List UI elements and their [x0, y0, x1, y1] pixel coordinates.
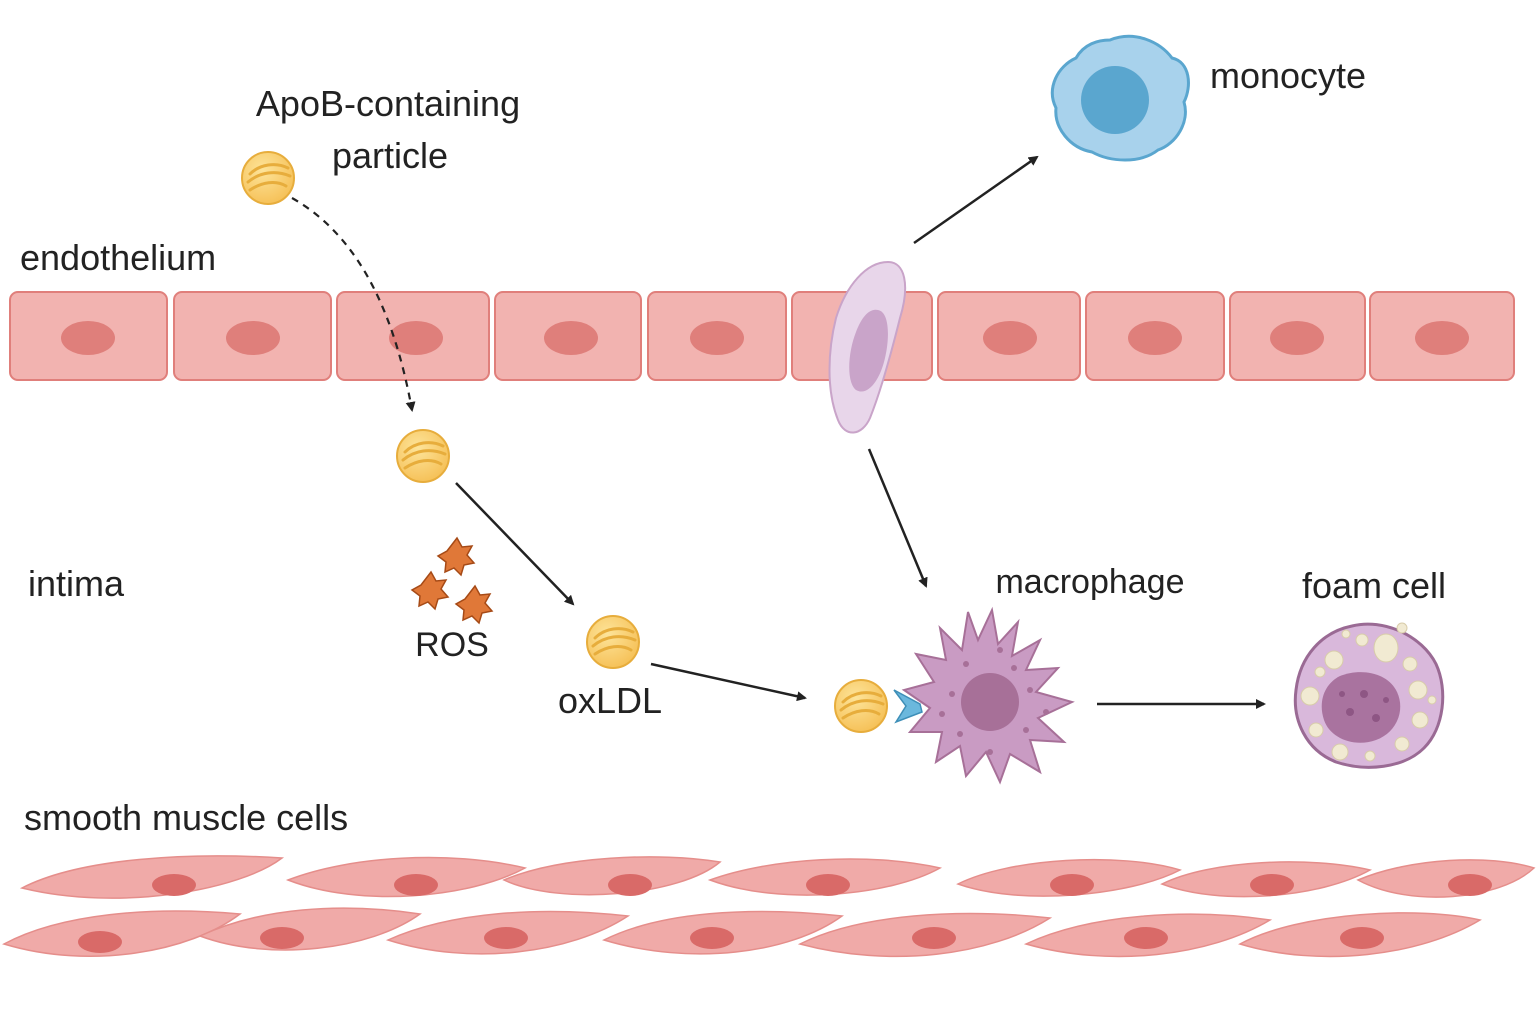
- foam-cell: [1293, 622, 1445, 769]
- smooth-muscle-cell: [198, 907, 422, 951]
- arrows: [291, 155, 1266, 709]
- label-foam-cell: foam cell: [1302, 565, 1446, 606]
- oxldl-particle-bound: [833, 678, 889, 734]
- endothelial-cell: [173, 291, 332, 381]
- smooth-muscle-cell: [1356, 859, 1536, 898]
- endothelial-cell: [494, 291, 642, 381]
- endothelial-cell: [9, 291, 168, 381]
- ros-star: [436, 536, 476, 577]
- label-monocyte: monocyte: [1210, 55, 1366, 96]
- endothelial-cell: [1369, 291, 1515, 381]
- monocyte: [1050, 34, 1190, 162]
- label-apob-line2: particle: [332, 135, 448, 176]
- transmigrating-monocyte: [828, 260, 907, 434]
- apob-particle: [240, 150, 296, 206]
- smooth-muscle-cell: [502, 856, 722, 896]
- smooth-muscle-cell: [2, 910, 242, 957]
- dashed-arrow-entry: [291, 197, 416, 412]
- arrow-monocyte-to-macrophage: [867, 448, 928, 588]
- endothelial-cell: [937, 291, 1081, 381]
- macrophage: [901, 606, 1075, 785]
- arrow-to-monocyte: [913, 155, 1039, 245]
- label-smooth-muscle-cells: smooth muscle cells: [24, 797, 348, 838]
- ros-star: [410, 570, 450, 611]
- ros-star: [454, 584, 494, 625]
- arrow-oxldl-to-macrophage: [650, 662, 807, 702]
- endothelial-cell: [1229, 291, 1366, 381]
- label-oxldl: oxLDL: [558, 680, 662, 721]
- arrow-oxidation: [455, 482, 575, 606]
- scavenger-receptor: [893, 689, 923, 724]
- label-intima: intima: [28, 563, 125, 604]
- endothelial-cell: [647, 291, 787, 381]
- endothelium-layer: [9, 291, 1515, 381]
- oxldl-particle: [585, 614, 641, 670]
- endothelial-cell: [1085, 291, 1225, 381]
- apob-particle-intima: [395, 428, 451, 484]
- smooth-muscle-cell: [19, 855, 285, 899]
- endothelial-cell: [336, 291, 490, 381]
- label-macrophage: macrophage: [995, 563, 1184, 601]
- label-apob-line1: ApoB-containing: [256, 83, 520, 124]
- smooth-muscle-layer: [2, 855, 1536, 958]
- label-ros: ROS: [415, 626, 489, 664]
- label-endothelium: endothelium: [20, 237, 216, 278]
- ros-molecules: [410, 536, 494, 625]
